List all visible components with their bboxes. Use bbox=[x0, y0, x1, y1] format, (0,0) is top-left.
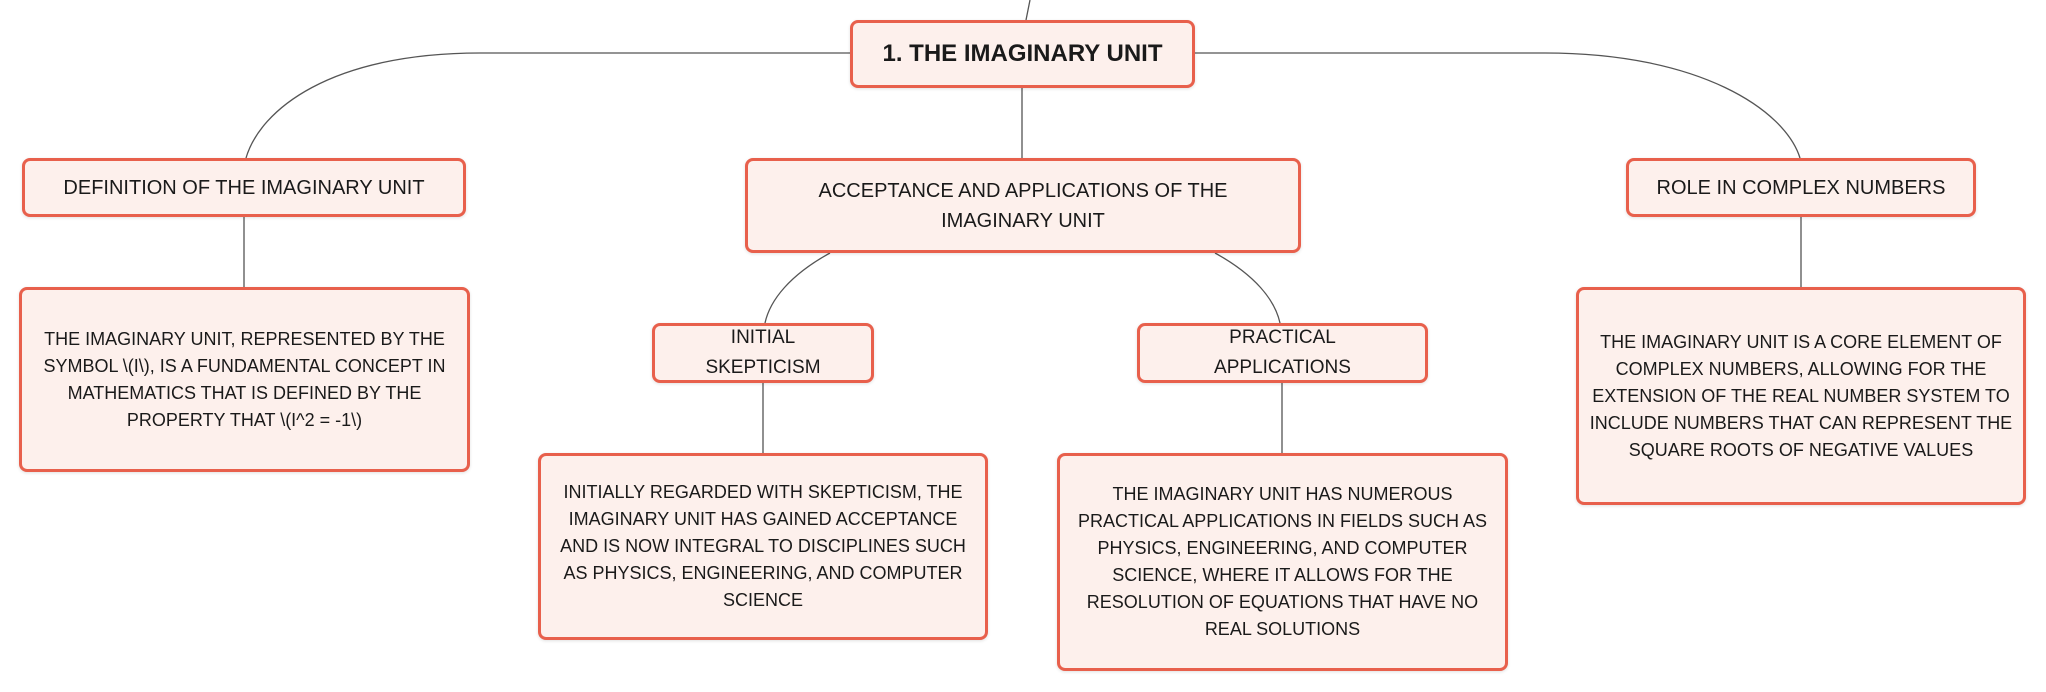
acceptance-topic-node[interactable]: Acceptance and Applications of the Imagi… bbox=[745, 158, 1301, 253]
role-topic-node[interactable]: Role in Complex Numbers bbox=[1626, 158, 1976, 217]
skepticism-topic-label: Initial Skepticism bbox=[705, 327, 821, 378]
skepticism-detail-text: Initially regarded with skepticism, the … bbox=[560, 482, 966, 610]
root-topic-label: 1. The Imaginary Unit bbox=[882, 40, 1163, 67]
practical-detail-node[interactable]: The imaginary unit has numerous practica… bbox=[1057, 453, 1508, 671]
connector-root-role bbox=[1195, 52, 1801, 159]
role-detail-text: The imaginary unit is a core element of … bbox=[1589, 331, 2013, 460]
skepticism-detail-node[interactable]: Initially regarded with skepticism, the … bbox=[538, 453, 988, 640]
role-topic-label: Role in Complex Numbers bbox=[1656, 176, 1946, 199]
acceptance-topic-label: Acceptance and Applications of the Imagi… bbox=[818, 179, 1228, 232]
definition-topic-label: Definition of the Imaginary Unit bbox=[63, 176, 425, 199]
definition-detail-text: The imaginary unit, represented by the s… bbox=[43, 328, 446, 430]
connector-acceptance-practical bbox=[1214, 252, 1281, 324]
definition-topic-node[interactable]: Definition of the Imaginary Unit bbox=[22, 158, 466, 217]
practical-topic-node[interactable]: Practical Applications bbox=[1137, 323, 1428, 383]
definition-detail-node[interactable]: The imaginary unit, represented by the s… bbox=[19, 287, 470, 472]
practical-topic-label: Practical Applications bbox=[1214, 327, 1351, 378]
root-topic-node[interactable]: 1. The Imaginary Unit bbox=[850, 20, 1195, 88]
role-detail-node[interactable]: The imaginary unit is a core element of … bbox=[1576, 287, 2026, 505]
skepticism-topic-node[interactable]: Initial Skepticism bbox=[652, 323, 874, 383]
connector-acceptance-skepticism bbox=[764, 252, 831, 324]
connector-parent-root bbox=[1025, 0, 1031, 21]
practical-detail-text: The imaginary unit has numerous practica… bbox=[1077, 484, 1488, 639]
connector-root-definition bbox=[245, 52, 850, 159]
